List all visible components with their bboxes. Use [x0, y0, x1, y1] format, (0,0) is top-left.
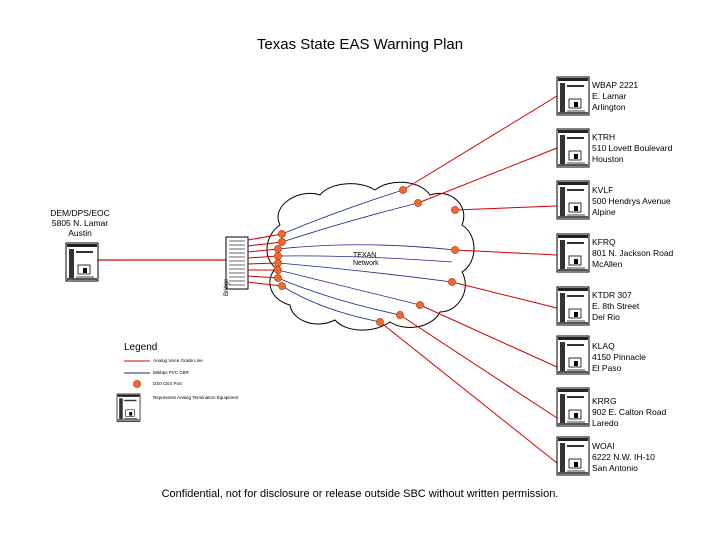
station-callsign: WBAP 2221	[592, 80, 639, 90]
station-city: Alpine	[592, 207, 616, 217]
station-city: San Antonio	[592, 463, 638, 473]
station-address: 801 N. Jackson Road	[592, 248, 674, 258]
page-title: Texas State EAS Warning Plan	[256, 36, 464, 53]
bridge-ports	[274, 230, 286, 290]
network-label: TEXAN Network	[353, 252, 379, 268]
confidentiality-footer: Confidential, not for disclosure or rele…	[161, 488, 559, 500]
station-label-krrg: KRRG 902 E. Calton Road Laredo	[592, 396, 666, 429]
origin-line: Austin	[68, 228, 92, 238]
station-label-woai: WOAI 6222 N.W. IH-10 San Antonio	[592, 441, 655, 474]
station-city: Arlington	[592, 102, 626, 112]
station-lines	[379, 95, 558, 464]
network-label-line: TEXAN	[353, 252, 377, 259]
station-label-kvlf: KVLF 500 Hendrys Avenue Alpine	[592, 185, 671, 218]
legend-port-label: DS0 CES Port	[153, 381, 182, 386]
equipment-icon-kvlf	[556, 180, 590, 220]
station-callsign: KTDR 307	[592, 290, 632, 300]
station-label-kfrq: KFRQ 801 N. Jackson Road McAllen	[592, 237, 673, 270]
origin-line: DEM/DPS/EOC	[50, 208, 110, 218]
equipment-icon-krrg	[556, 387, 590, 427]
pvc-lines	[277, 189, 456, 323]
station-label-wbap: WBAP 2221 E. Lamar Arlington	[592, 80, 638, 113]
station-address: 4150 Pinnacle	[592, 352, 646, 362]
bridge-label: Bridge	[224, 278, 230, 296]
station-label-klaq: KLAQ 4150 Pinnacle El Paso	[592, 341, 646, 374]
legend-equipment-icon	[116, 393, 141, 422]
station-address: 6222 N.W. IH-10	[592, 452, 655, 462]
station-callsign: KRRG	[592, 396, 617, 406]
legend-title: Legend	[124, 342, 158, 353]
bridge-equipment	[225, 236, 249, 290]
station-callsign: KVLF	[592, 185, 614, 195]
equipment-icon-ktdr	[556, 286, 590, 326]
station-address: 500 Hendrys Avenue	[592, 196, 671, 206]
equipment-icon-klaq	[556, 335, 590, 375]
station-label-ktdr: KTDR 307 E. 8th Street Del Rio	[592, 290, 639, 323]
station-address: E. Lamar	[592, 91, 627, 101]
origin-label: DEM/DPS/EOC 5805 N. Lamar Austin	[40, 208, 120, 238]
station-callsign: KFRQ	[592, 237, 616, 247]
legend-equipment-label: Represents Analog Termination Equipment	[153, 395, 239, 400]
equipment-icon-wbap	[556, 76, 590, 116]
network-ports	[376, 186, 459, 326]
origin-equipment-icon	[65, 242, 99, 282]
network-label-line: Network	[353, 260, 379, 267]
station-city: Laredo	[592, 418, 619, 428]
station-callsign: KTRH	[592, 132, 616, 142]
bridge-port-lines	[247, 233, 283, 287]
station-callsign: KLAQ	[592, 341, 615, 351]
equipment-icon-kfrq	[556, 233, 590, 273]
station-address: E. 8th Street	[592, 301, 640, 311]
station-city: Del Rio	[592, 312, 620, 322]
station-address: 510 Lovett Boulevard	[592, 143, 673, 153]
equipment-icon-ktrh	[556, 128, 590, 168]
station-label-ktrh: KTRH 510 Lovett Boulevard Houston	[592, 132, 672, 165]
legend-analog-line-label: Analog Voice Grade Line	[153, 358, 203, 363]
station-city: El Paso	[592, 363, 622, 373]
origin-line: 5805 N. Lamar	[51, 218, 109, 228]
equipment-icon-woai	[556, 436, 590, 476]
station-city: McAllen	[592, 259, 623, 269]
station-city: Houston	[592, 154, 624, 164]
station-address: 902 E. Calton Road	[592, 407, 667, 417]
legend-pvc-label: 56kbps PVC CBR	[153, 370, 189, 375]
legend-port-swatch	[133, 380, 141, 388]
station-callsign: WOAI	[592, 441, 615, 451]
